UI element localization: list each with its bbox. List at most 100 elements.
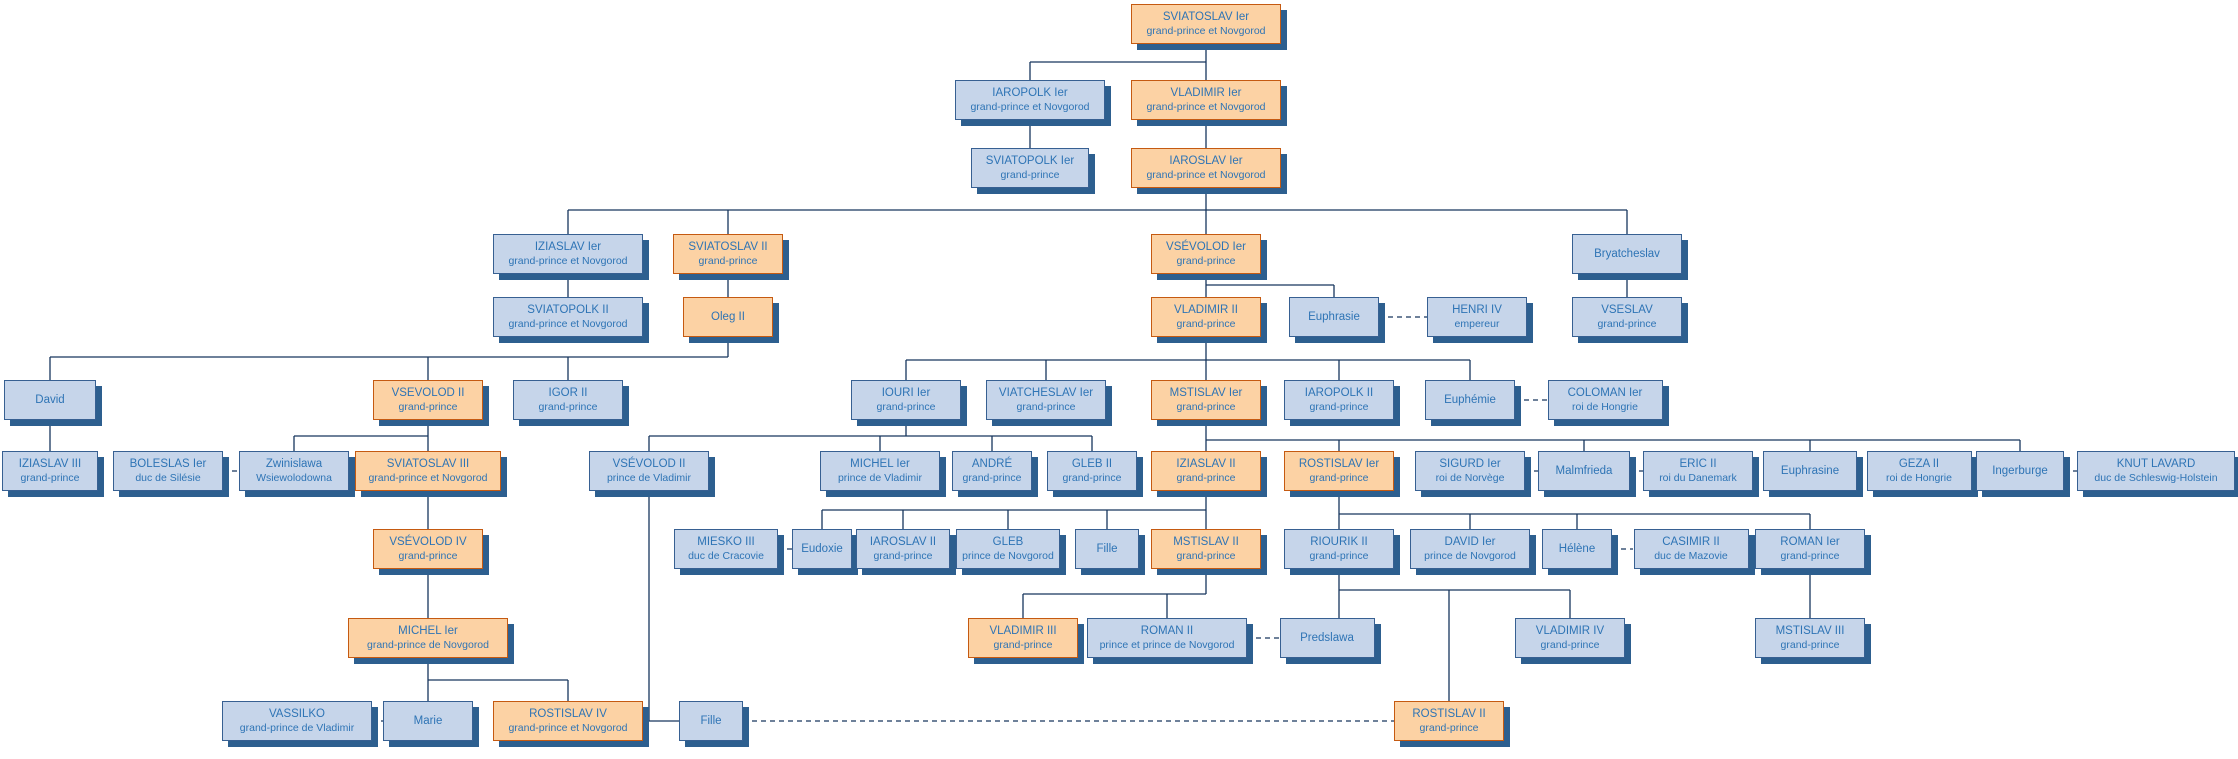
person-title: grand-prince (398, 400, 458, 413)
person-title: Wsiewolodowna (256, 471, 332, 484)
person-node-malmfrieda[interactable]: Malmfrieda (1538, 451, 1630, 491)
person-name: Predslawa (1300, 631, 1354, 644)
person-title: grand-prince et Novgorod (1146, 24, 1266, 37)
person-title: grand-prince et Novgorod (1146, 168, 1266, 181)
person-name: ROMAN II (1140, 624, 1194, 637)
person-name: SIGURD Ier (1439, 457, 1501, 470)
person-title: grand-prince (1176, 254, 1236, 267)
person-title: grand-prince (1780, 549, 1840, 562)
person-node-euphemie[interactable]: Euphémie (1425, 380, 1515, 420)
person-title: roi de Norvège (1435, 471, 1505, 484)
person-name: IAROPOLK II (1304, 386, 1374, 399)
person-title: grand-prince (1597, 317, 1657, 330)
person-title: prince de Novgorod (1424, 549, 1516, 562)
person-title: grand-prince (1419, 721, 1479, 734)
person-node-fille1[interactable]: Fille (1075, 529, 1139, 569)
person-name: IAROSLAV Ier (1169, 154, 1243, 167)
person-title: grand-prince (1309, 471, 1369, 484)
person-name: VLADIMIR II (1174, 303, 1238, 316)
person-name: ANDRÉ (971, 457, 1013, 470)
person-title: grand-prince (1176, 471, 1236, 484)
person-title: grand-prince (1176, 317, 1236, 330)
person-title: grand-prince (876, 400, 936, 413)
person-title: grand-prince (1176, 549, 1236, 562)
person-node-euphrasine[interactable]: Euphrasine (1763, 451, 1857, 491)
person-name: GEZA II (1898, 457, 1940, 470)
person-node-oleg2[interactable]: Oleg II (683, 297, 773, 337)
person-node-eudoxie[interactable]: Eudoxie (792, 529, 852, 569)
person-node-helene[interactable]: Hélène (1542, 529, 1612, 569)
person-title: duc de Silésie (135, 471, 201, 484)
person-name: VSÉVOLOD IV (389, 535, 467, 548)
person-node-marie[interactable]: Marie (383, 701, 473, 741)
person-title: grand-prince (20, 471, 80, 484)
person-node-ingerburge[interactable]: Ingerburge (1976, 451, 2064, 491)
person-node-david[interactable]: David (4, 380, 96, 420)
person-name: VLADIMIR IV (1535, 624, 1605, 637)
person-name: Euphrasie (1308, 310, 1360, 323)
person-title: grand-prince (993, 638, 1053, 651)
person-node-bryatcheslav[interactable]: Bryatcheslav (1572, 234, 1682, 274)
person-name: GLEB (992, 535, 1024, 548)
person-name: ROSTISLAV IV (529, 707, 607, 720)
person-name: Hélène (1558, 542, 1596, 555)
person-node-predslawa[interactable]: Predslawa (1279, 618, 1375, 658)
person-title: grand-prince (1176, 400, 1236, 413)
person-name: SVIATOPOLK II (527, 303, 609, 316)
person-title: roi de Hongrie (1886, 471, 1952, 484)
person-node-euphrasie[interactable]: Euphrasie (1289, 297, 1379, 337)
person-node-fille2[interactable]: Fille (679, 701, 743, 741)
